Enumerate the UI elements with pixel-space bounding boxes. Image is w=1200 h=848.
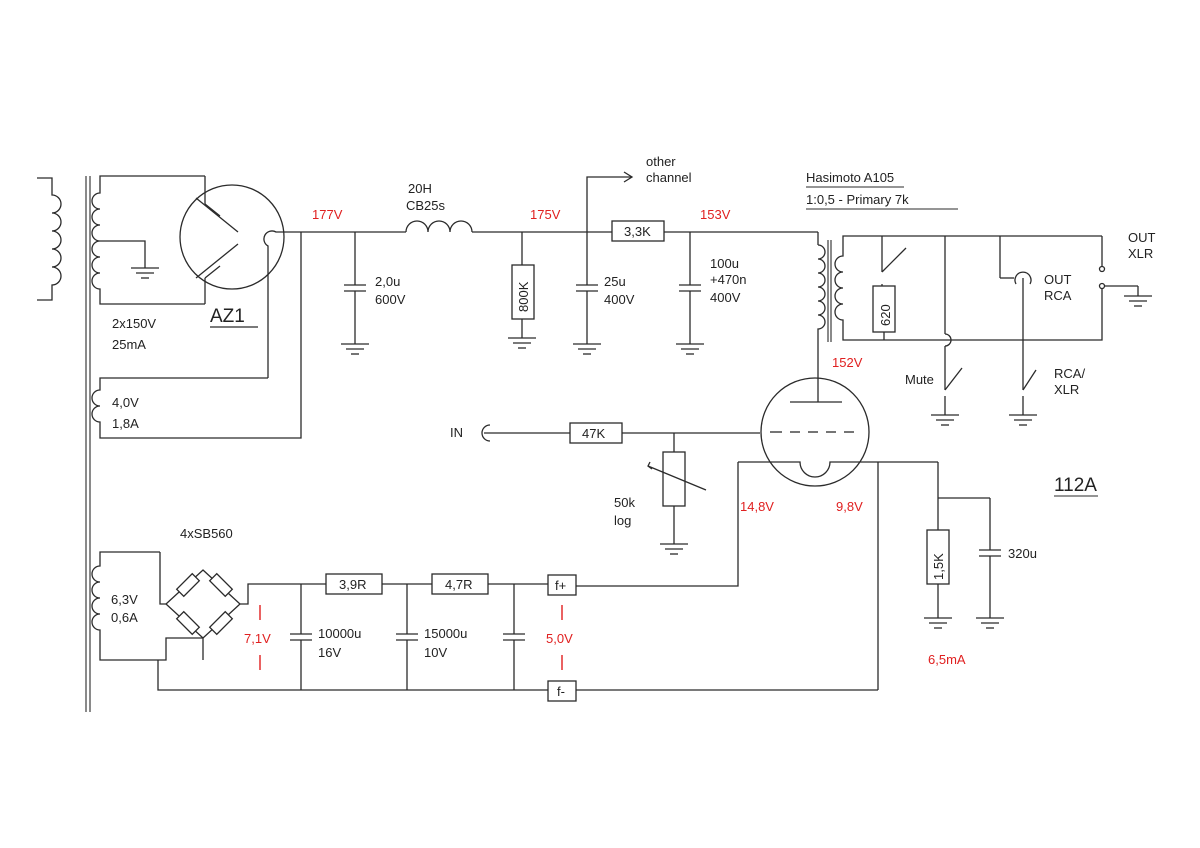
- r-series-value: 3,3K: [624, 224, 651, 239]
- choke-inductance: 20H: [408, 181, 432, 196]
- c3-voltage: 400V: [710, 290, 741, 305]
- r-620-value: 620: [878, 304, 893, 326]
- other-channel-line2: channel: [646, 170, 692, 185]
- resistor-3k3: [611, 220, 665, 242]
- triode-tube-112a: [738, 377, 938, 487]
- lv-winding-voltage: 6,3V: [111, 592, 138, 607]
- voltage-grid-fil-plus: 14,8V: [740, 499, 774, 514]
- voltage-plate: 152V: [832, 355, 863, 370]
- hv-winding-voltage: 2x150V: [112, 316, 156, 331]
- bridge-label: 4xSB560: [180, 526, 233, 541]
- r-input-value: 47K: [582, 426, 605, 441]
- filament-supply: [157, 462, 878, 702]
- resistor-bleeder: [508, 232, 536, 349]
- voltage-rectifier-out: 177V: [312, 207, 343, 222]
- capacitor-c1: [341, 232, 369, 355]
- output-transformer: [806, 186, 1152, 426]
- filament-minus-terminal: f-: [557, 684, 565, 699]
- c4-voltage: 16V: [318, 645, 341, 660]
- filament-winding-voltage: 4,0V: [112, 395, 139, 410]
- mute-label: Mute: [905, 372, 934, 387]
- c1-voltage: 600V: [375, 292, 406, 307]
- c5-value: 15000u: [424, 626, 467, 641]
- r-47-value: 4,7R: [445, 577, 472, 592]
- out-xlr-line2: XLR: [1128, 246, 1153, 261]
- out-rca-line1: OUT: [1044, 272, 1072, 287]
- tube-type-label: 112A: [1054, 475, 1097, 496]
- voltage-cathode: 9,8V: [836, 499, 863, 514]
- capacitor-c2: [573, 232, 601, 355]
- power-transformer: [37, 175, 302, 712]
- c5-voltage: 10V: [424, 645, 447, 660]
- pot-taper: log: [614, 513, 631, 528]
- input-stage: [481, 422, 760, 555]
- pot-value: 50k: [614, 495, 635, 510]
- rca-xlr-line2: XLR: [1054, 382, 1079, 397]
- other-channel-line1: other: [646, 154, 676, 169]
- b-plus-rail: [301, 171, 819, 245]
- filament-winding-current: 1,8A: [112, 416, 139, 431]
- c4-value: 10000u: [318, 626, 361, 641]
- c-cathode-value: 320u: [1008, 546, 1037, 561]
- rca-xlr-line1: RCA/: [1054, 366, 1085, 381]
- rectifier-tube-az1: [179, 176, 301, 378]
- c3-bypass: +470n: [710, 272, 747, 287]
- r-cathode-value: 1,5K: [931, 553, 946, 580]
- filament-plus-terminal: f+: [555, 578, 566, 593]
- c1-value: 2,0u: [375, 274, 400, 289]
- c2-voltage: 400V: [604, 292, 635, 307]
- ot-ratio: 1:0,5 - Primary 7k: [806, 192, 909, 207]
- voltage-after-3k3: 153V: [700, 207, 731, 222]
- ot-model: Hasimoto A105: [806, 170, 894, 185]
- cathode-current: 6,5mA: [928, 652, 966, 667]
- c3-value: 100u: [710, 256, 739, 271]
- cathode-network: [877, 462, 1004, 690]
- az1-label: AZ1: [210, 306, 245, 327]
- voltage-filament: 5,0V: [546, 631, 573, 646]
- voltage-bridge-out: 7,1V: [244, 631, 271, 646]
- bleeder-value: 800K: [516, 281, 531, 312]
- out-xlr-line1: OUT: [1128, 230, 1156, 245]
- capacitor-c3: [676, 232, 704, 355]
- input-label: IN: [450, 425, 463, 440]
- hv-winding-current: 25mA: [112, 337, 146, 352]
- choke-model: CB25s: [406, 198, 446, 213]
- lv-winding-current: 0,6A: [111, 610, 138, 625]
- r-39-value: 3,9R: [339, 577, 366, 592]
- voltage-after-choke: 175V: [530, 207, 561, 222]
- out-rca-line2: RCA: [1044, 288, 1072, 303]
- c2-value: 25u: [604, 274, 626, 289]
